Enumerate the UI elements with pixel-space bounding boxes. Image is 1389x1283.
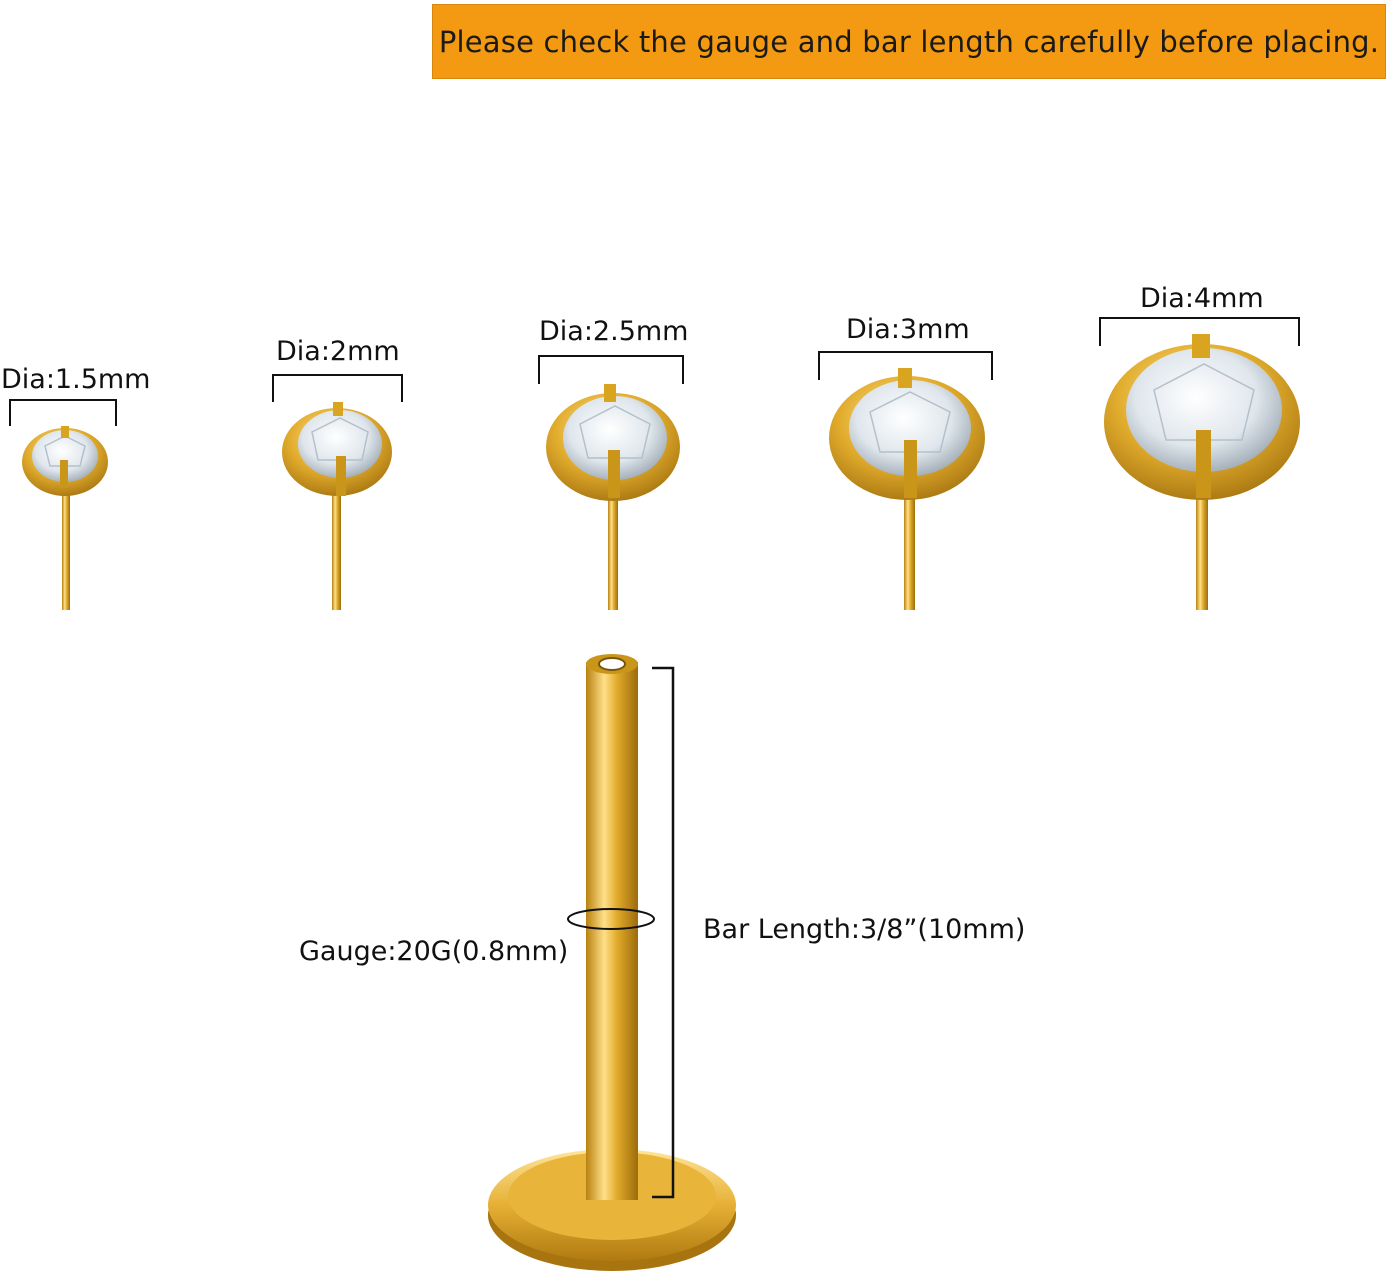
gauge-label: Gauge:20G(0.8mm) [299,936,569,967]
stud-3 [546,384,680,610]
stud-1-bracket [9,399,117,426]
stud-5 [1104,334,1300,610]
bar-length-label: Bar Length:3/8”(10mm) [703,914,1026,945]
warning-banner: Please check the gauge and bar length ca… [432,4,1386,79]
stud-2 [282,402,392,610]
stud-5-bracket [1099,317,1300,346]
dia-2-label: Dia:2mm [276,336,400,367]
dia-4-label: Dia:4mm [1140,283,1264,314]
gauge-ring [567,908,655,930]
dia-2-5-label: Dia:2.5mm [539,316,689,347]
stud-2-bracket [272,374,403,402]
stud-4 [829,368,985,610]
stud-4-bracket [818,351,993,380]
bar-length-bracket [652,666,675,1199]
dia-3-label: Dia:3mm [846,314,970,345]
stud-3-bracket [538,355,684,384]
dia-1-5-label: Dia:1.5mm [1,364,151,395]
stud-1 [22,426,108,610]
